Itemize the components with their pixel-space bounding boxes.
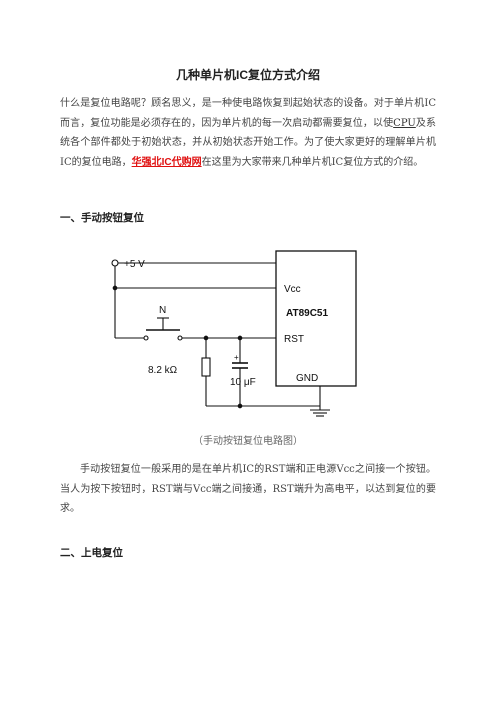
switch-contact-left xyxy=(143,335,149,341)
pin-rst-label: RST xyxy=(284,334,304,345)
switch-contact-right xyxy=(177,335,183,341)
resistor-symbol xyxy=(201,357,211,377)
section-heading-power-on-reset: 二、上电复位 xyxy=(60,547,123,559)
section-heading-manual-reset: 一、手动按钮复位 xyxy=(60,212,144,224)
intro-text-1: 什么是复位电路呢？顾名思义，是一种使电路恢复到起始状态的设备。对于单片机IC而言… xyxy=(60,98,436,129)
manual-reset-circuit-diagram: +5 V N 8.2 kΩ + 10 μF Vcc AT89C51 RST GN… xyxy=(111,250,357,417)
page-title: 几种单片机IC复位方式介绍 xyxy=(175,68,320,82)
switch-label: N xyxy=(159,305,166,316)
supply-label: +5 V xyxy=(124,259,145,270)
intro-text-2: 及系统各个部件都处于初始状态，并从初始状态开始工作。为了使大家更好的理解单片机I… xyxy=(60,117,437,168)
section1-body: 手动按钮复位一般采用的是在单片机IC的RST端和正电源Vcc之间接一个按钮。当人… xyxy=(60,464,436,514)
chip-body xyxy=(275,250,357,387)
capacitor-polarity: + xyxy=(234,353,239,362)
pin-gnd-label: GND xyxy=(296,373,318,384)
brand-link[interactable]: 华强北IC代购网 xyxy=(131,156,202,168)
figure-caption: （手动按钮复位电路图） xyxy=(193,436,303,447)
intro-text-3: 在这里为大家带来几种单片机IC复位方式的介绍。 xyxy=(201,156,424,168)
resistor-label: 8.2 kΩ xyxy=(148,365,178,376)
supply-terminal xyxy=(111,259,119,267)
pin-vcc-label: Vcc xyxy=(284,284,301,295)
intro-paragraph: 什么是复位电路呢？顾名思义，是一种使电路恢复到起始状态的设备。对于单片机IC而言… xyxy=(60,94,436,172)
capacitor-label: 10 μF xyxy=(230,377,256,388)
cpu-link[interactable]: CPU xyxy=(393,117,416,129)
chip-name: AT89C51 xyxy=(286,308,328,319)
